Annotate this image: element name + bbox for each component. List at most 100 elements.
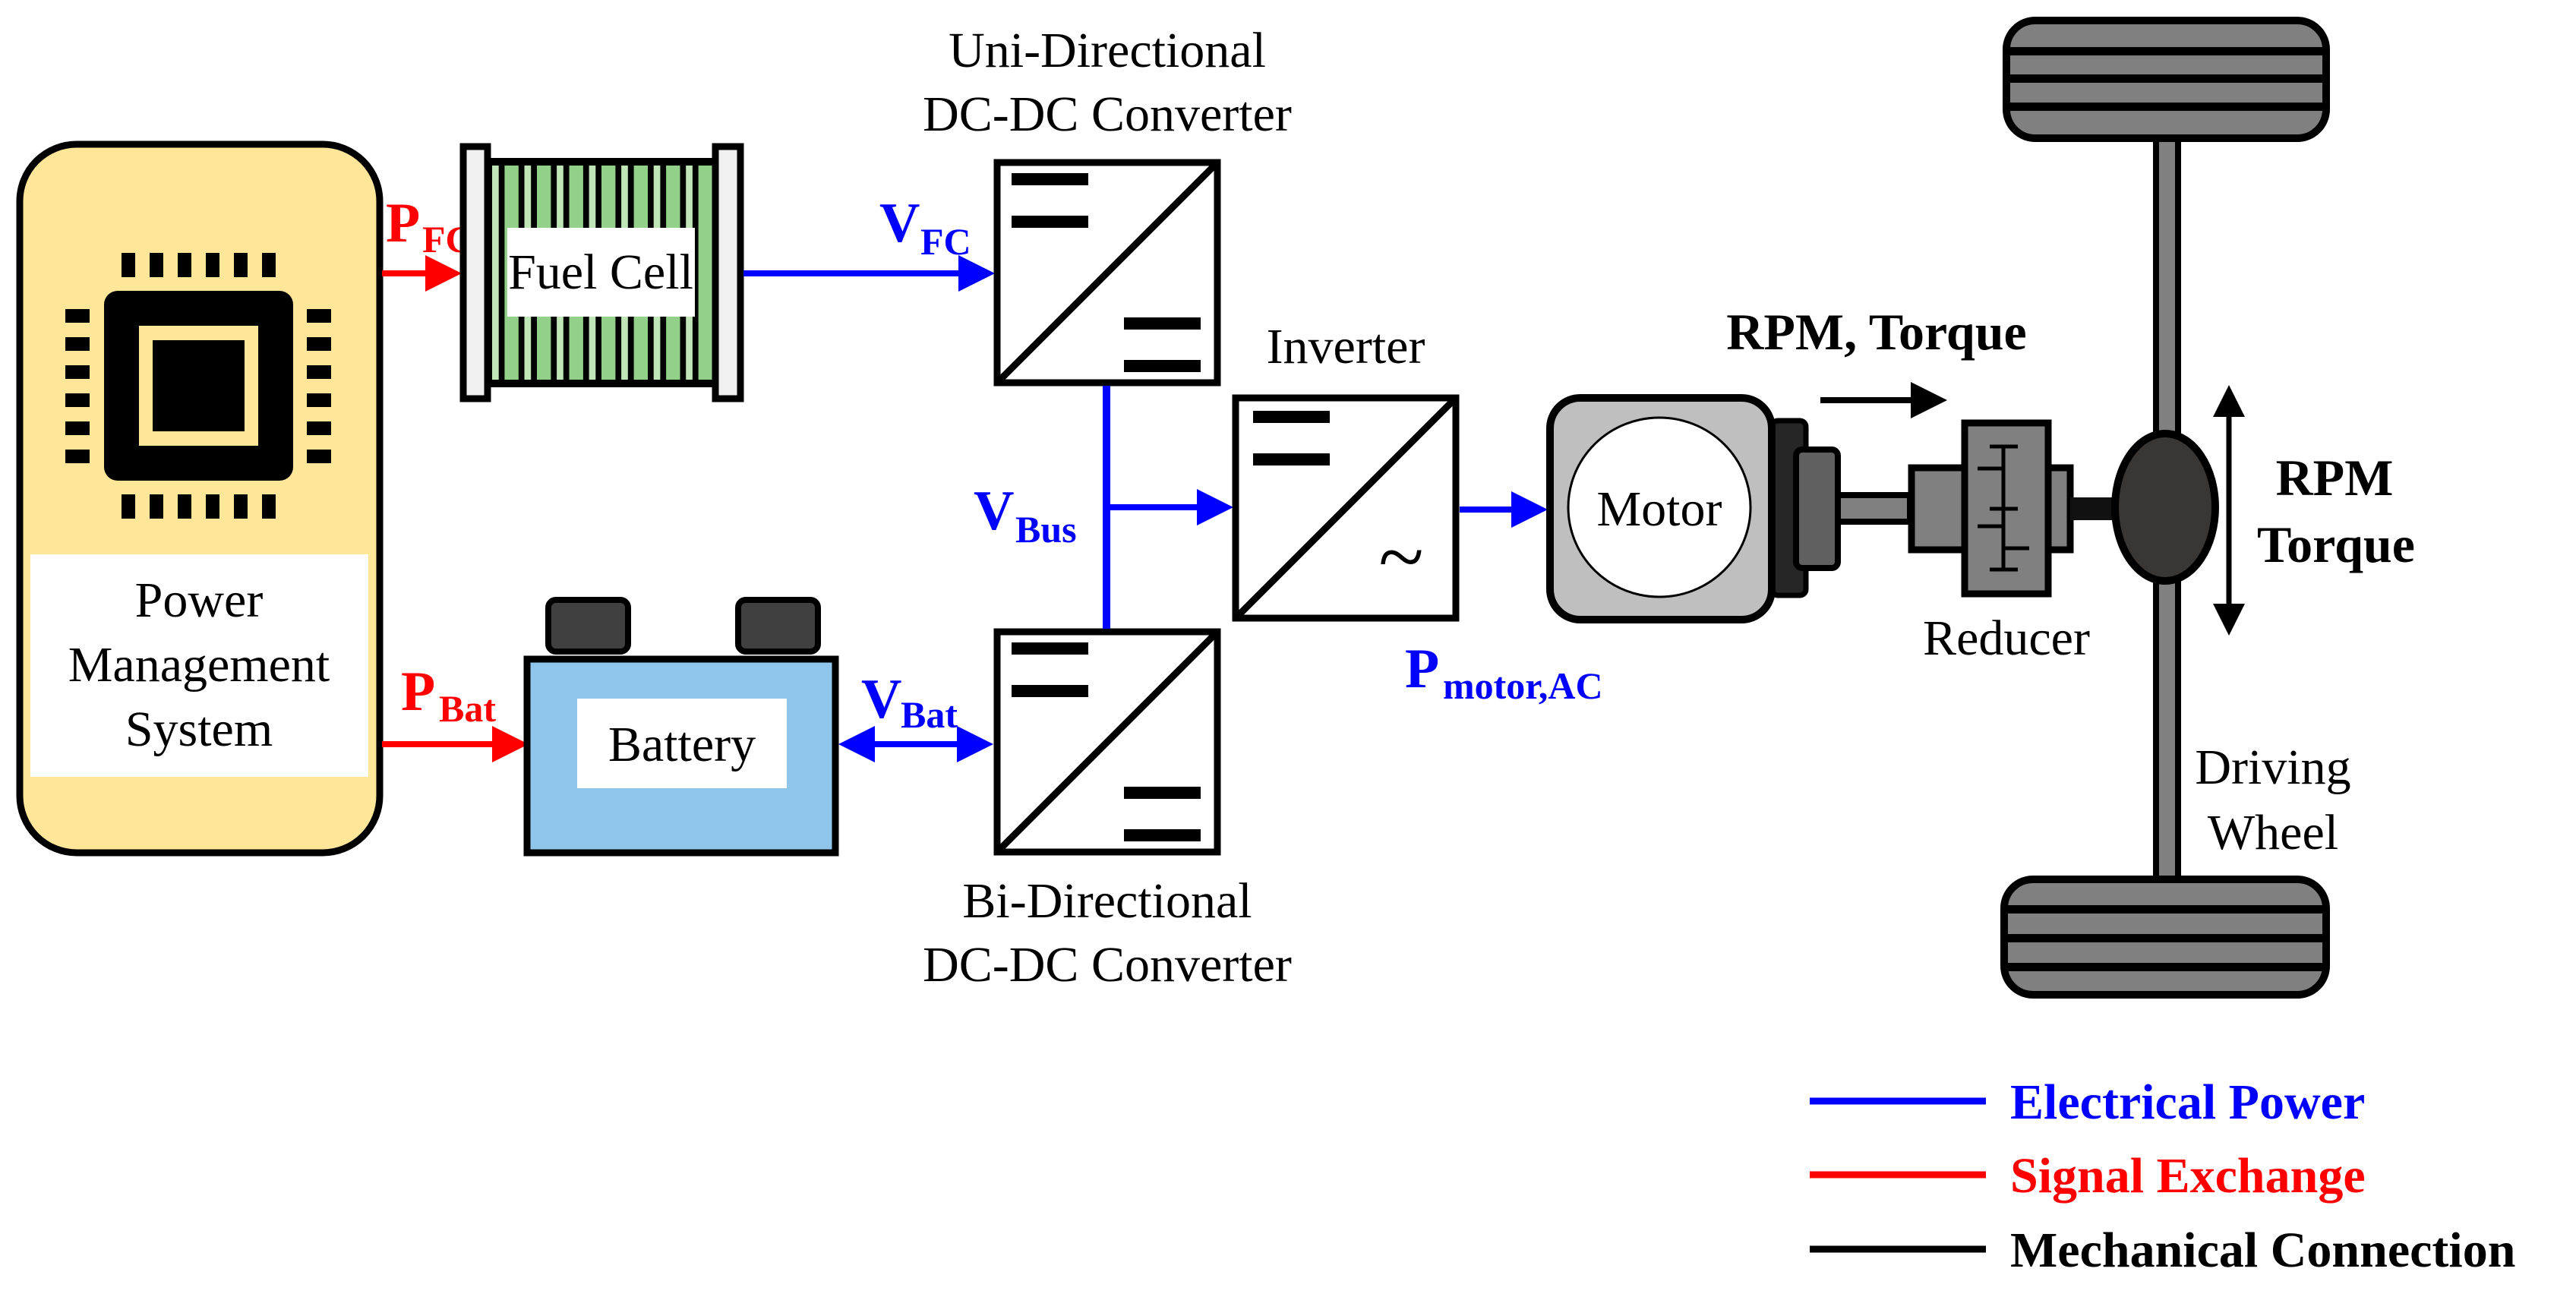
motor-label: Motor bbox=[1597, 481, 1722, 537]
chip-pin bbox=[307, 365, 331, 379]
motor-coupling bbox=[1793, 447, 1841, 571]
battery: Battery bbox=[523, 597, 839, 857]
bi-converter-label-line1: Bi-Directional bbox=[962, 873, 1252, 929]
power-management-system: Power Management System bbox=[16, 140, 384, 857]
motor-rotor bbox=[1567, 416, 1752, 598]
v-fc-subscript: FC bbox=[920, 220, 971, 263]
differential-hub bbox=[2111, 430, 2219, 585]
chip-pin bbox=[206, 253, 219, 277]
signal-p-bat: P Bat bbox=[382, 661, 529, 762]
dc-dc-converter-icon bbox=[993, 628, 1221, 856]
chip-pin bbox=[262, 253, 276, 277]
reducer: Reducer bbox=[1908, 419, 2116, 666]
chip-pin bbox=[150, 253, 163, 277]
p-motor-subscript: motor,AC bbox=[1443, 664, 1603, 707]
chip-pin bbox=[178, 253, 191, 277]
dc-bus: V Bus bbox=[974, 386, 1233, 629]
pms-label-line3: System bbox=[125, 702, 273, 757]
wheel-rpm-label: RPM bbox=[2276, 449, 2394, 506]
battery-label: Battery bbox=[608, 717, 756, 772]
signal-v-fc: V FC bbox=[743, 192, 995, 292]
dc-dc-converter-icon bbox=[993, 159, 1221, 387]
wheel-torque-label: Torque bbox=[2257, 516, 2415, 573]
output-shaft bbox=[2070, 497, 2116, 520]
uni-converter-label-line1: Uni-Directional bbox=[949, 23, 1266, 78]
driving-wheel-assembly: RPM Torque Driving Wheel bbox=[2000, 17, 2415, 999]
v-bus-subscript: Bus bbox=[1015, 508, 1077, 551]
v-fc-symbol: V bbox=[879, 192, 920, 254]
legend-label-electrical: Electrical Power bbox=[2010, 1075, 2365, 1130]
chip-pin bbox=[65, 421, 90, 435]
p-bat-symbol: P bbox=[401, 661, 435, 723]
fuel-cell: Fuel Cell bbox=[459, 143, 744, 402]
chip-pin bbox=[122, 494, 135, 519]
chip-pin bbox=[178, 494, 191, 519]
chip-pin bbox=[234, 253, 248, 277]
reducer-label: Reducer bbox=[1923, 611, 2090, 666]
legend-label-signal: Signal Exchange bbox=[2010, 1148, 2366, 1204]
fuel-cell-plate bbox=[492, 166, 499, 380]
wheel-top-icon bbox=[2003, 17, 2330, 142]
motor: Motor bbox=[1546, 394, 1841, 623]
chip-pin bbox=[65, 393, 90, 407]
chip-pin bbox=[65, 365, 90, 379]
fuel-cell-label: Fuel Cell bbox=[508, 245, 693, 300]
pms-label-line1: Power bbox=[135, 573, 264, 628]
signal-v-bat: V Bat bbox=[838, 668, 993, 762]
chip-pin bbox=[65, 309, 90, 323]
chip-pin bbox=[307, 393, 331, 407]
chip-pin bbox=[307, 309, 331, 323]
signal-p-fc: P FC bbox=[382, 192, 473, 292]
p-bat-subscript: Bat bbox=[439, 687, 496, 730]
driving-wheel-label-line2: Wheel bbox=[2208, 805, 2338, 860]
legend-item-electrical: Electrical Power bbox=[1810, 1075, 2365, 1130]
pms-label-line2: Management bbox=[68, 637, 330, 693]
shaft-output: RPM, Torque bbox=[1726, 303, 2027, 418]
signal-p-motor: P motor,AC bbox=[1405, 491, 1603, 707]
chip-pin bbox=[122, 253, 135, 277]
reducer-input-block bbox=[1908, 464, 1971, 554]
wheel-bottom-icon bbox=[2000, 876, 2330, 999]
ac-symbol: ~ bbox=[1378, 510, 1424, 603]
inverter: Inverter ~ bbox=[1232, 319, 1460, 622]
legend-item-mechanical: Mechanical Connection bbox=[1810, 1223, 2515, 1278]
battery-terminal-right bbox=[735, 597, 821, 655]
fuel-cell-endplate-right bbox=[712, 143, 744, 402]
fuel-cell-plate bbox=[698, 166, 712, 380]
bi-directional-converter: Bi-Directional DC-DC Converter bbox=[923, 628, 1292, 992]
chip-pin bbox=[262, 494, 276, 519]
battery-label-box bbox=[577, 699, 787, 788]
pms-label-box bbox=[30, 554, 368, 777]
legend: Electrical Power Signal Exchange Mechani… bbox=[1810, 1075, 2515, 1278]
legend-label-mechanical: Mechanical Connection bbox=[2010, 1223, 2515, 1278]
v-bat-subscript: Bat bbox=[901, 693, 958, 736]
gear-train-icon bbox=[1978, 444, 2029, 572]
battery-terminal-left bbox=[545, 597, 631, 655]
chip-pin bbox=[234, 494, 248, 519]
p-fc-symbol: P bbox=[386, 192, 420, 254]
chip-pin bbox=[150, 494, 163, 519]
chip-pin bbox=[206, 494, 219, 519]
driving-wheel-label-line1: Driving bbox=[2195, 740, 2350, 795]
fuel-cell-label-box bbox=[507, 228, 695, 317]
chip-pin bbox=[307, 421, 331, 435]
uni-converter-label-line2: DC-DC Converter bbox=[923, 87, 1292, 142]
chip-pin bbox=[65, 337, 90, 351]
chip-pin bbox=[307, 337, 331, 351]
v-bat-symbol: V bbox=[861, 668, 901, 731]
uni-directional-converter: Uni-Directional DC-DC Converter bbox=[923, 23, 1292, 387]
chip-pin bbox=[307, 450, 331, 463]
dc-ac-inverter-icon: ~ bbox=[1232, 394, 1460, 622]
chip-pin bbox=[65, 450, 90, 463]
bi-converter-label-line2: DC-DC Converter bbox=[923, 937, 1292, 992]
cpu-chip-icon bbox=[65, 253, 331, 519]
p-motor-symbol: P bbox=[1405, 638, 1439, 700]
inverter-label: Inverter bbox=[1267, 319, 1425, 374]
v-bus-symbol: V bbox=[974, 480, 1014, 542]
shaft-rpm-torque-label: RPM, Torque bbox=[1726, 303, 2026, 361]
fuel-cell-endplate-left bbox=[459, 143, 491, 402]
legend-item-signal: Signal Exchange bbox=[1810, 1148, 2366, 1204]
motor-shaft bbox=[1835, 492, 1913, 525]
